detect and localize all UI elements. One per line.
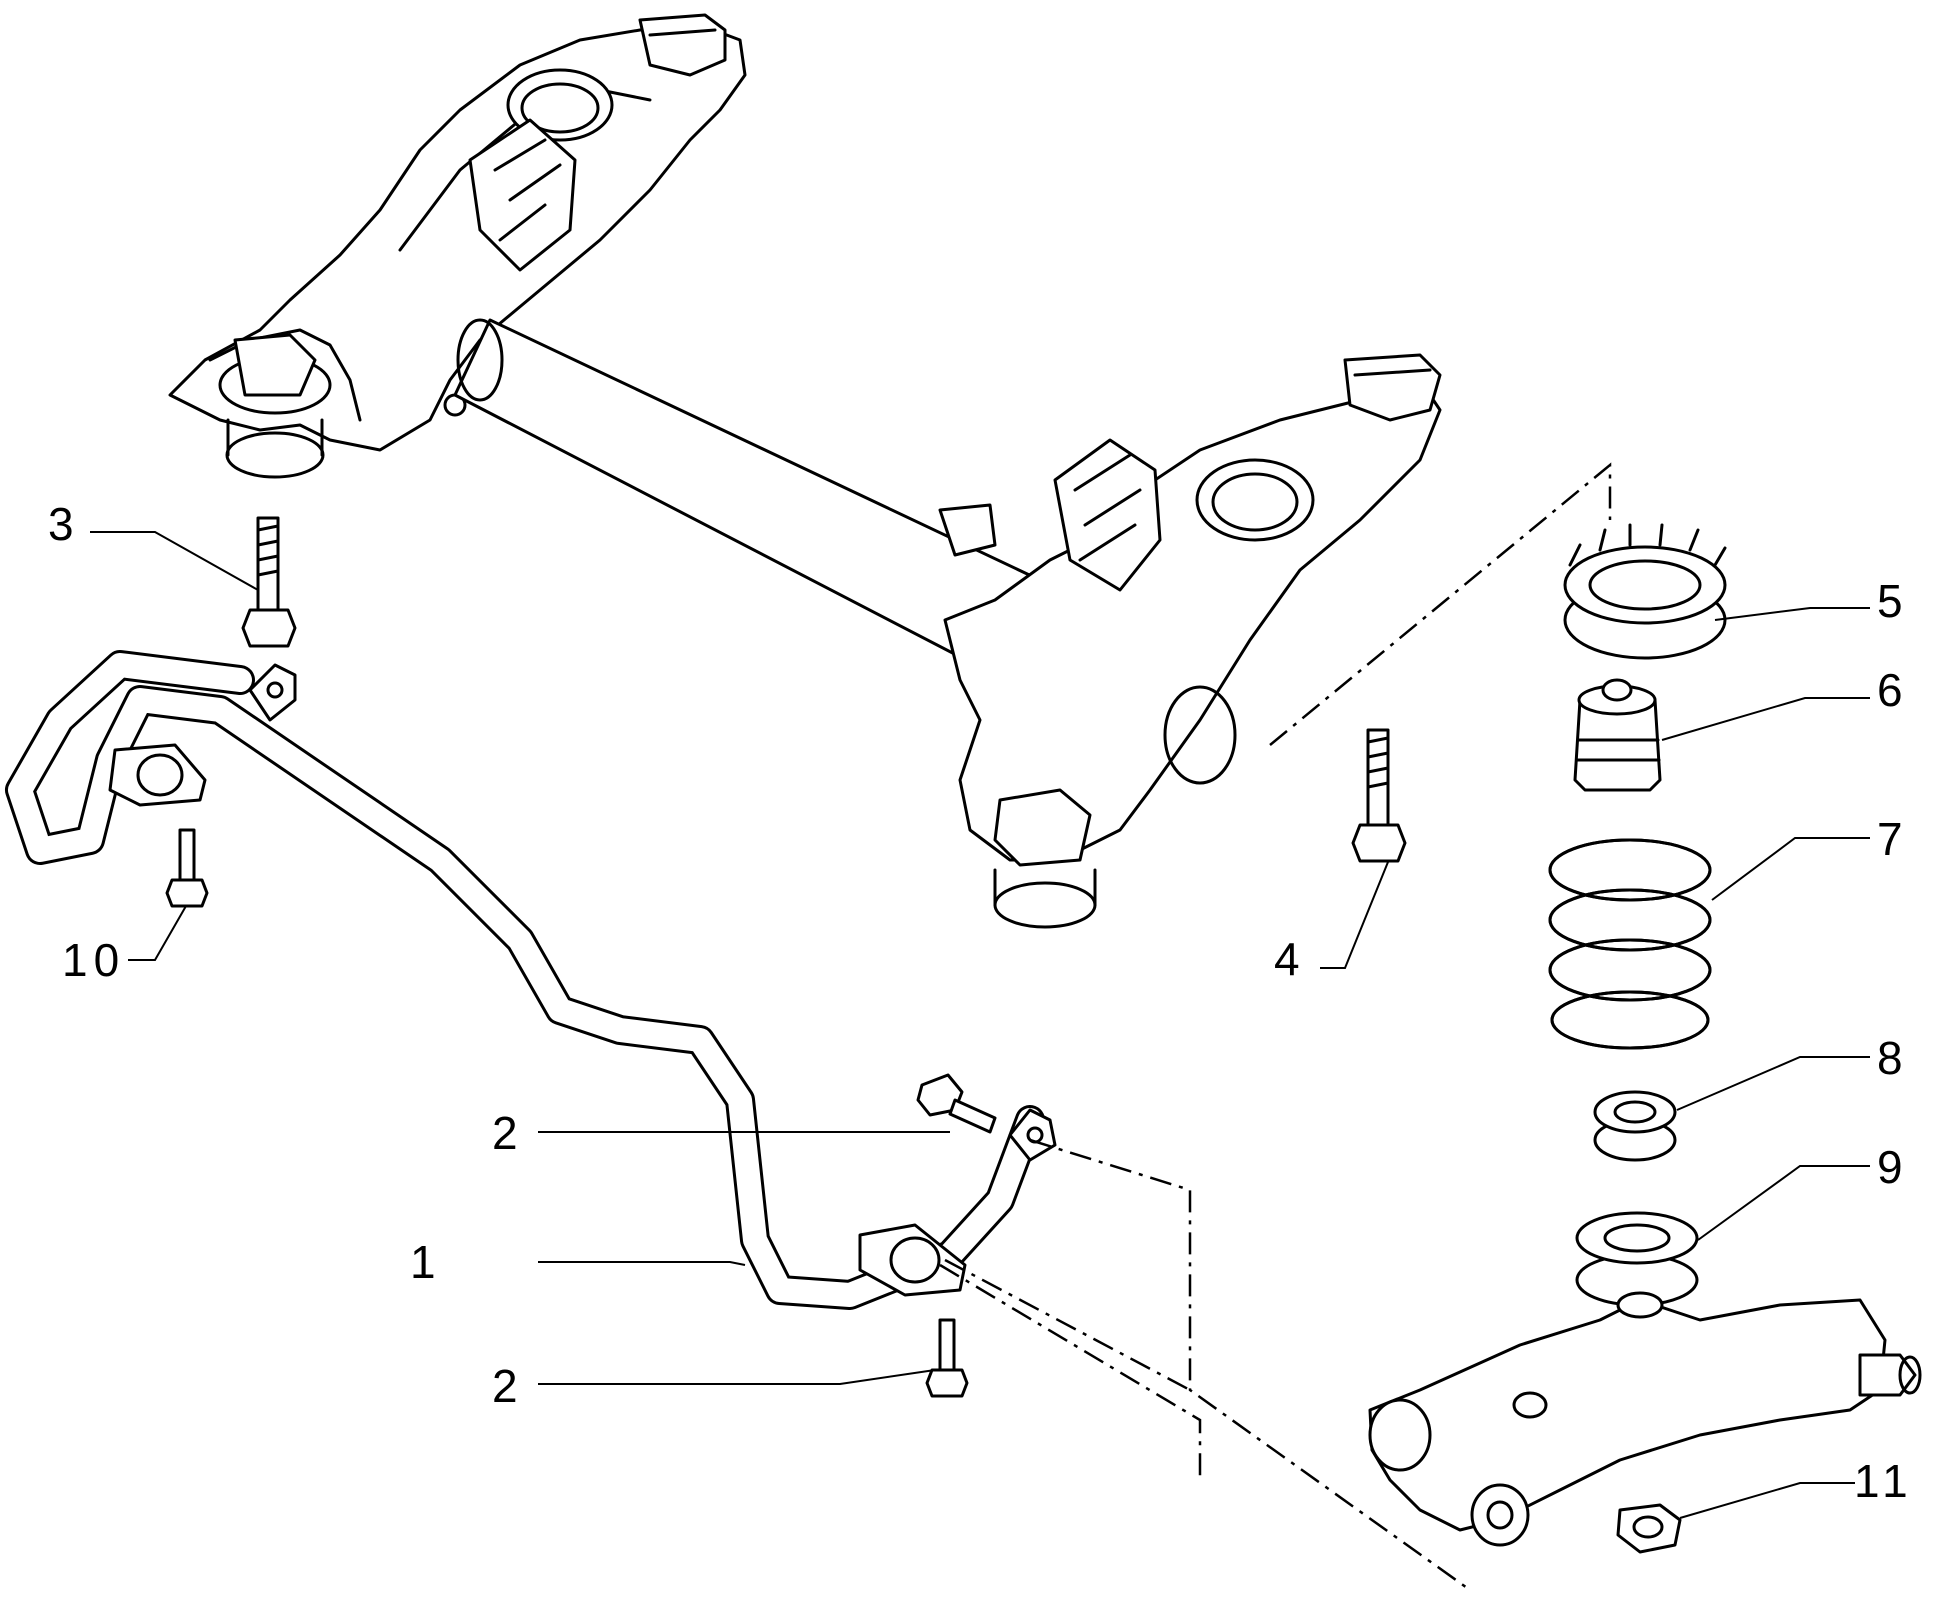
- callout-2-upper: 2: [492, 1107, 524, 1159]
- callout-8: 8: [1877, 1032, 1909, 1084]
- callout-7: 7: [1877, 813, 1909, 865]
- callout-6: 6: [1877, 664, 1909, 716]
- bolt-10: [165, 828, 209, 908]
- spring-seat-5: [1563, 523, 1727, 660]
- callout-3: 3: [48, 498, 80, 550]
- assembly-lines: [939, 462, 1612, 1592]
- bump-stop-6: [1573, 678, 1662, 792]
- spring-pad-8: [1593, 1090, 1677, 1162]
- callout-10: 10: [62, 934, 125, 986]
- coil-spring-7: [1548, 838, 1712, 1050]
- leader-lines: [90, 531, 1870, 1519]
- bolt-2-lower: [925, 1318, 969, 1398]
- anti-roll-bar: [5, 650, 1057, 1310]
- nut-11: [1616, 1503, 1682, 1554]
- trailing-arm: [1368, 1291, 1922, 1547]
- callout-1: 1: [410, 1236, 442, 1288]
- callout-2-lower: 2: [492, 1360, 524, 1412]
- callout-5: 5: [1877, 575, 1909, 627]
- callout-4: 4: [1274, 933, 1306, 985]
- axle-crossmember: [168, 13, 1442, 929]
- bolt-2-upper: [916, 1073, 997, 1134]
- bar-clamp-right: [858, 1223, 967, 1297]
- callout-labels: 1 2 2 3 4 5 6 7 8 9 10 11: [48, 498, 1914, 1507]
- bolt-4: [1351, 728, 1407, 863]
- callout-9: 9: [1877, 1141, 1909, 1193]
- callout-11: 11: [1854, 1455, 1914, 1507]
- spring-seat-9: [1575, 1211, 1699, 1307]
- bolt-3: [241, 516, 297, 648]
- bar-clamp-left: [108, 743, 207, 807]
